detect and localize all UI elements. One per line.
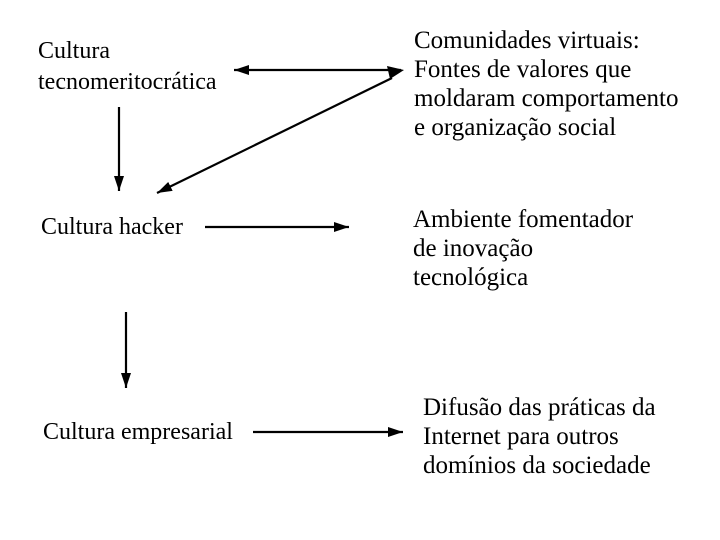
arrow-comunidades-hacker-diagonal bbox=[156, 77, 393, 194]
node-cultura-tecnomeritocratica: Cultura tecnomeritocrática bbox=[38, 38, 217, 95]
node-difusao-praticas: Difusão das práticas da Internet para ou… bbox=[423, 394, 656, 479]
node-cultura-hacker: Cultura hacker bbox=[41, 214, 183, 240]
arrowhead-diagonal-top-icon bbox=[387, 66, 404, 79]
node-cultura-empresarial: Cultura empresarial bbox=[43, 419, 233, 445]
node-comunidades-virtuais: Comunidades virtuais: Fontes de valores … bbox=[414, 27, 679, 141]
node-ambiente-fomentador: Ambiente fomentador de inovação tecnológ… bbox=[413, 206, 634, 291]
